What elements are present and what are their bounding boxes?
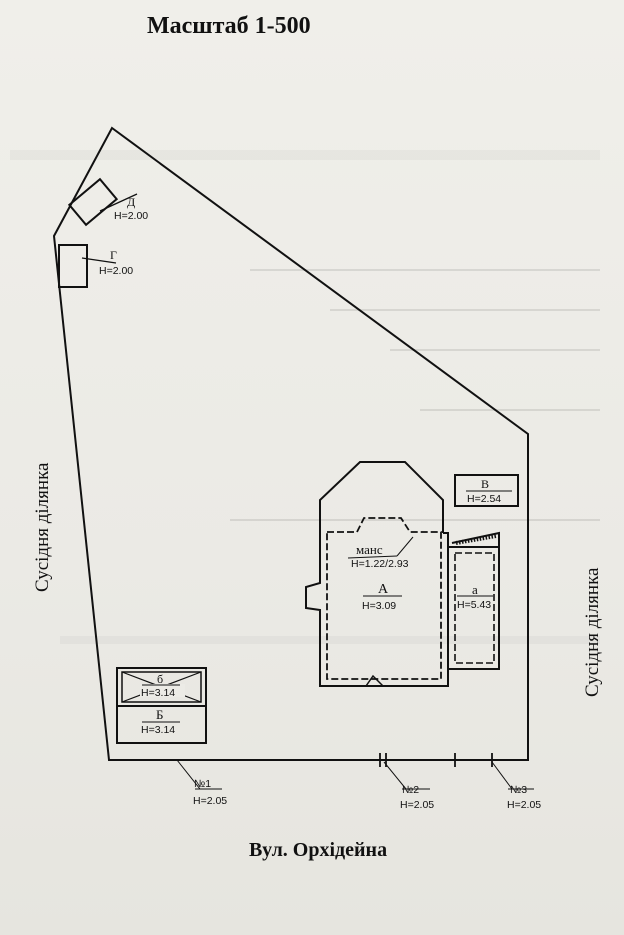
- building-b-small-height: Н=3.14: [141, 687, 175, 699]
- building-a-annex-letter: а: [472, 582, 478, 597]
- building-v-letter: В: [481, 477, 489, 491]
- survey-point-2: №2 Н=2.05: [383, 761, 434, 811]
- street-label: Вул. Орхідейна: [249, 839, 387, 861]
- building-d-height: Н=2.00: [114, 210, 148, 222]
- point-2-height: Н=2.05: [400, 799, 434, 811]
- show-through-background: [10, 150, 600, 644]
- neighbor-right-label: Сусідня ділянка: [582, 567, 603, 697]
- building-a-height: Н=3.09: [362, 600, 396, 612]
- building-a-annex-height: Н=5.43: [457, 599, 491, 611]
- building-d: Д Н=2.00: [67, 177, 148, 227]
- house-inner-dashed-wall: [326, 517, 442, 680]
- building-b-main-height: Н=3.14: [141, 724, 175, 736]
- mansard-letter: манс: [356, 542, 383, 557]
- building-a-letter: А: [378, 582, 389, 597]
- point-1-height: Н=2.05: [193, 795, 227, 807]
- building-v-height: Н=2.54: [467, 493, 501, 505]
- house-roof-outline: [319, 461, 444, 533]
- point-2-id: №2: [402, 784, 419, 796]
- point-1-id: №1: [194, 778, 211, 790]
- building-b: б Н=3.14 Б Н=3.14: [116, 667, 207, 744]
- building-g: Г Н=2.00: [58, 244, 133, 288]
- survey-point-1: №1 Н=2.05: [176, 759, 227, 807]
- survey-point-3: №3 Н=2.05: [491, 761, 541, 811]
- building-b-main-letter: Б: [156, 707, 163, 722]
- building-d-letter: Д: [127, 195, 135, 209]
- point-3-id: №3: [510, 784, 527, 796]
- building-b-small-letter: б: [157, 672, 163, 686]
- point-3-height: Н=2.05: [507, 799, 541, 811]
- scale-title: Масштаб 1-500: [147, 13, 311, 39]
- building-g-height: Н=2.00: [99, 265, 133, 277]
- mansard-height: Н=1.22/2.93: [351, 558, 409, 570]
- building-a-main: манс Н=1.22/2.93 А Н=3.09: [305, 461, 449, 687]
- building-g-letter: Г: [110, 248, 117, 262]
- building-a-annex: а Н=5.43: [447, 531, 500, 670]
- entrance-notch: [365, 674, 384, 687]
- neighbor-left-label: Сусідня ділянка: [32, 462, 53, 592]
- plot-boundary: [52, 126, 529, 761]
- building-v: В Н=2.54: [454, 474, 519, 507]
